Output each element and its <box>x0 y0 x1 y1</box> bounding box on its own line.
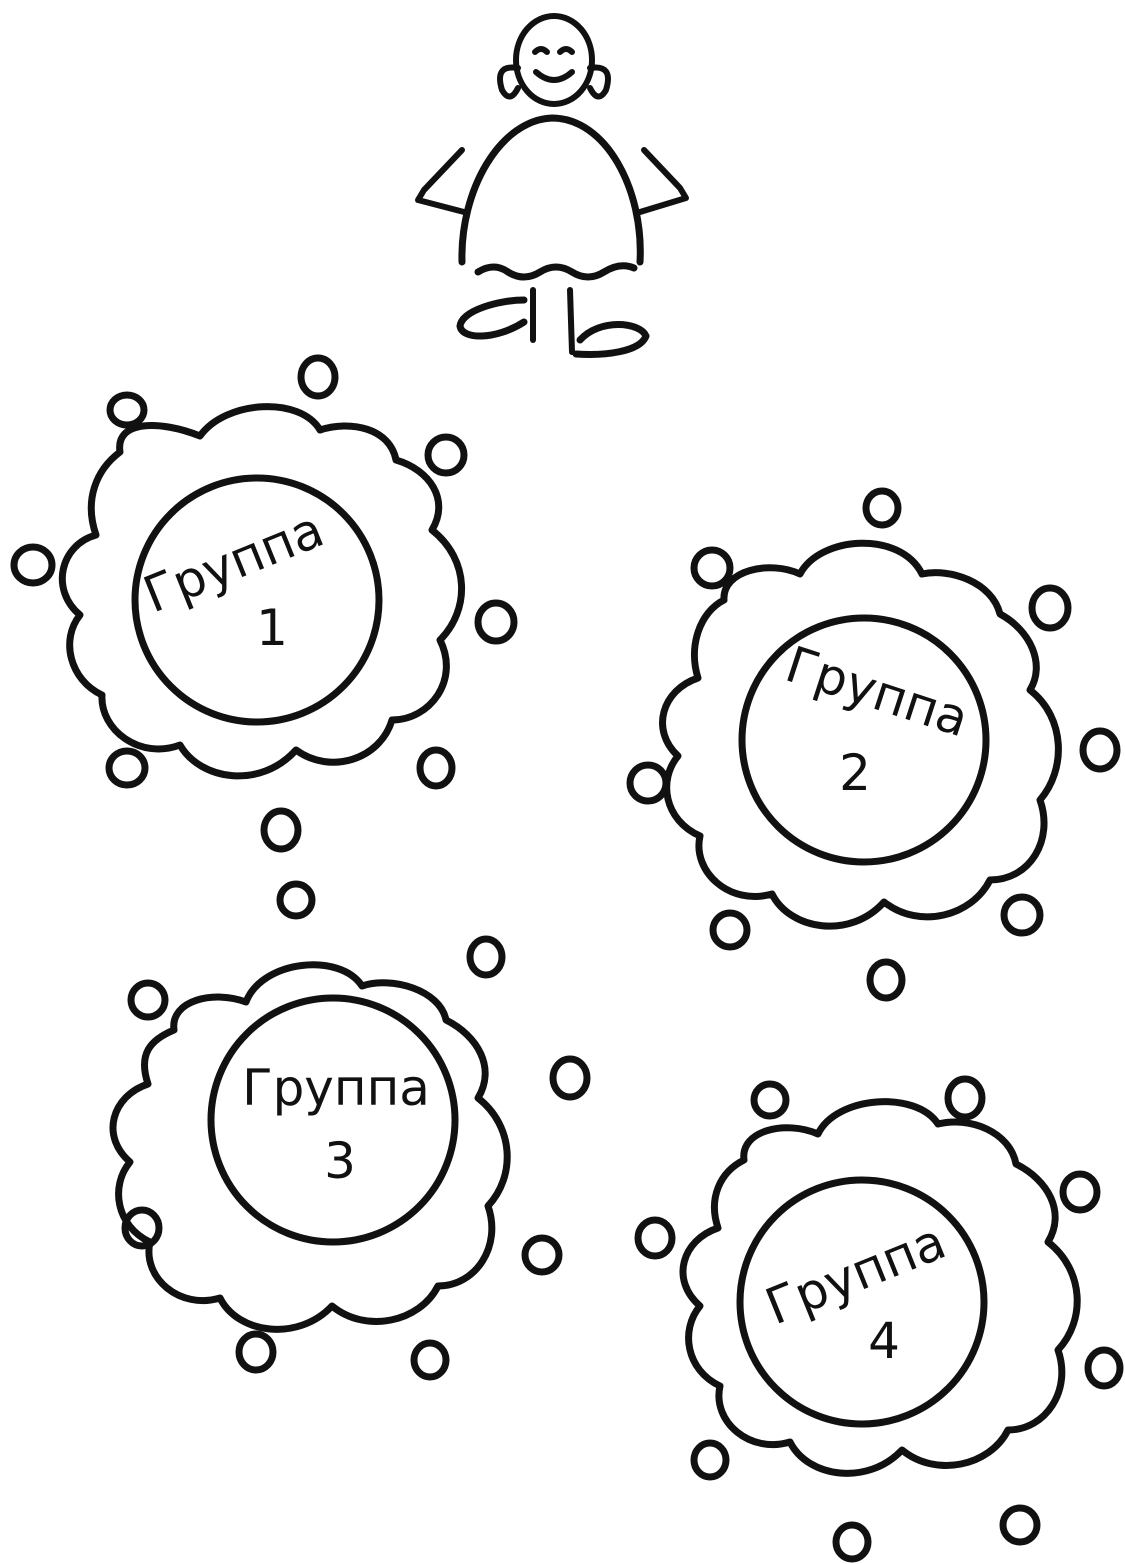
group-1-number: 1 <box>256 599 288 657</box>
group-2: Группа 2 <box>630 491 1117 998</box>
group-4-title: Группа <box>758 1212 954 1336</box>
group-1-seat <box>264 811 298 849</box>
teacher-dress <box>462 118 640 262</box>
group-4-seat <box>694 1443 726 1477</box>
group-4-seat <box>1003 1508 1037 1542</box>
group-4-number: 4 <box>868 1312 900 1370</box>
group-4-seat <box>638 1220 672 1256</box>
group-3-title: Группа <box>242 1059 430 1117</box>
group-2-seat <box>1083 731 1117 769</box>
teacher-figure <box>418 16 686 354</box>
group-2-seat <box>630 765 666 801</box>
teacher-arm-right <box>640 150 686 212</box>
group-2-seat <box>1032 588 1068 628</box>
teacher-leg-right <box>570 290 572 352</box>
teacher-eye-left <box>535 49 547 52</box>
group-2-seat <box>866 491 898 525</box>
group-3-number: 3 <box>324 1132 356 1190</box>
group-3-seat <box>525 1238 559 1272</box>
group-4: Группа 4 <box>638 1079 1120 1559</box>
group-4-seat <box>948 1079 982 1117</box>
group-1: Группа 1 <box>14 358 514 849</box>
group-2-number: 2 <box>839 744 871 802</box>
group-3-seat <box>553 1059 587 1097</box>
group-1-seat <box>478 603 514 641</box>
group-3: Группа 3 <box>113 884 587 1377</box>
group-4-seat <box>754 1084 786 1116</box>
teacher-eye-right <box>560 49 572 52</box>
teacher-smile <box>536 72 572 80</box>
group-1-seat <box>301 358 335 396</box>
group-1-seat <box>420 750 452 786</box>
group-2-seat <box>1004 897 1040 933</box>
group-3-cloud <box>113 965 507 1330</box>
group-4-seat <box>1063 1174 1097 1210</box>
group-1-seat <box>428 437 464 473</box>
group-2-seat <box>694 550 730 586</box>
group-3-seat <box>470 939 502 975</box>
group-3-table <box>211 998 455 1242</box>
teacher-shoe-right <box>576 325 646 355</box>
group-3-seat <box>239 1334 273 1370</box>
group-3-seat <box>414 1343 446 1377</box>
teacher-arm-left <box>418 150 464 212</box>
group-1-seat <box>110 395 144 425</box>
group-2-cloud <box>663 543 1059 926</box>
teacher-hem <box>478 266 634 277</box>
teacher-head <box>516 16 592 104</box>
group-2-seat <box>870 962 902 998</box>
group-4-seat <box>1088 1350 1120 1386</box>
group-1-seat <box>14 547 52 583</box>
group-1-seat <box>109 751 145 785</box>
group-3-seat <box>280 884 312 916</box>
group-2-seat <box>713 913 747 947</box>
group-3-seat <box>131 983 165 1017</box>
group-4-seat <box>836 1525 868 1559</box>
teacher-shoe-left <box>460 300 524 336</box>
